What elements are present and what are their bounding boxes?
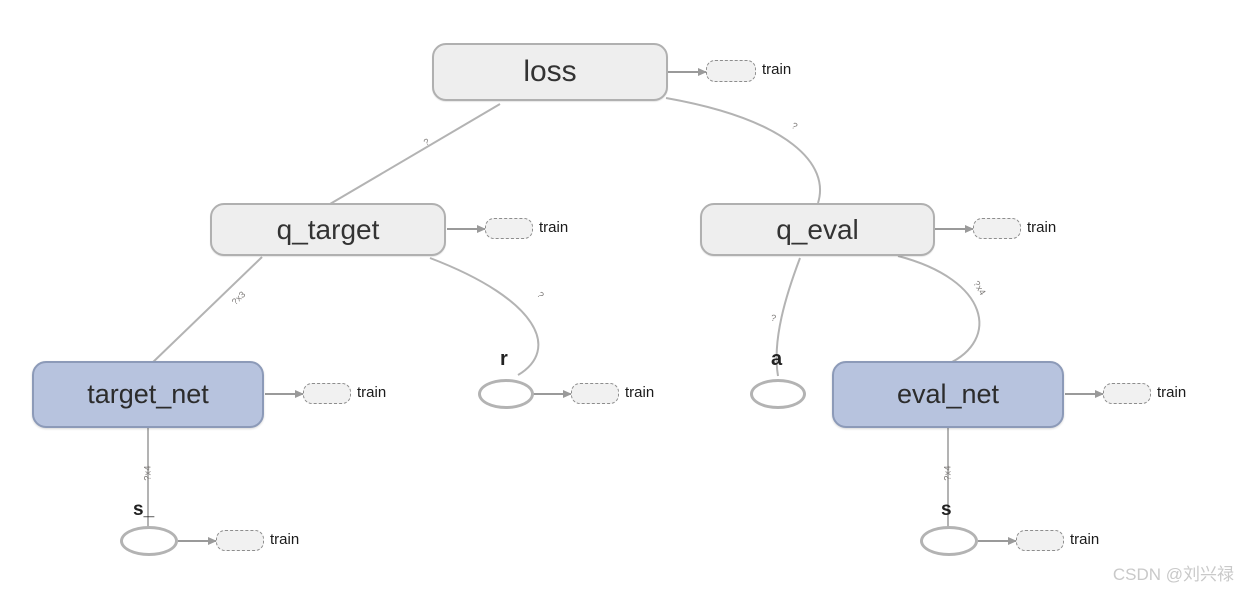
train-label-r: train [625, 384, 655, 401]
train-label-q_eval: train [1027, 219, 1057, 236]
node-s_-label: s_ [133, 499, 155, 520]
node-eval_net[interactable]: eval_net [832, 361, 1064, 428]
node-a-label: a [771, 348, 783, 370]
node-r-ellipse[interactable] [478, 379, 534, 409]
train-label-s_: train [270, 531, 300, 548]
train-box-target_net[interactable] [303, 383, 351, 404]
node-q_eval[interactable]: q_eval [700, 203, 935, 256]
edge-r-to-q_target [429, 257, 540, 376]
node-q_target[interactable]: q_target [210, 203, 446, 256]
train-label-s: train [1070, 531, 1100, 548]
node-loss-label: loss [523, 55, 577, 88]
train-box-r[interactable] [571, 383, 619, 404]
node-target_net[interactable]: target_net [32, 361, 264, 428]
node-eval_net-label: eval_net [896, 379, 1000, 409]
edge-label-s-eval_net: ?x4 [942, 465, 953, 481]
train-box-q_eval[interactable] [973, 218, 1021, 239]
train-box-q_target[interactable] [485, 218, 533, 239]
train-label-eval_net: train [1157, 384, 1187, 401]
node-r-label: r [500, 348, 508, 370]
node-s_-ellipse[interactable] [120, 526, 178, 556]
node-a-ellipse[interactable] [750, 379, 806, 409]
train-label-loss: train [762, 61, 792, 78]
edge-q_eval-to-loss [665, 97, 821, 204]
edge-eval_net-to-q_eval [897, 255, 981, 365]
node-target_net-label: target_net [87, 379, 209, 409]
train-label-target_net: train [357, 384, 387, 401]
edge-target_net-to-q_target [149, 256, 263, 366]
watermark: CSDN @刘兴禄 [1112, 565, 1234, 584]
train-box-eval_net[interactable] [1103, 383, 1151, 404]
edge-a-to-q_eval [775, 257, 801, 377]
edge-q_target-to-loss [329, 103, 501, 205]
train-box-s[interactable] [1016, 530, 1064, 551]
node-q_eval-label: q_eval [776, 213, 859, 245]
node-q_target-label: q_target [276, 213, 380, 245]
node-loss[interactable]: loss [432, 43, 668, 101]
node-s-label: s [941, 499, 952, 520]
train-label-q_target: train [539, 219, 569, 236]
node-s-ellipse[interactable] [920, 526, 978, 556]
train-box-loss[interactable] [706, 60, 756, 82]
edge-label-s_-target_net: ?x4 [142, 465, 153, 481]
train-box-s_[interactable] [216, 530, 264, 551]
